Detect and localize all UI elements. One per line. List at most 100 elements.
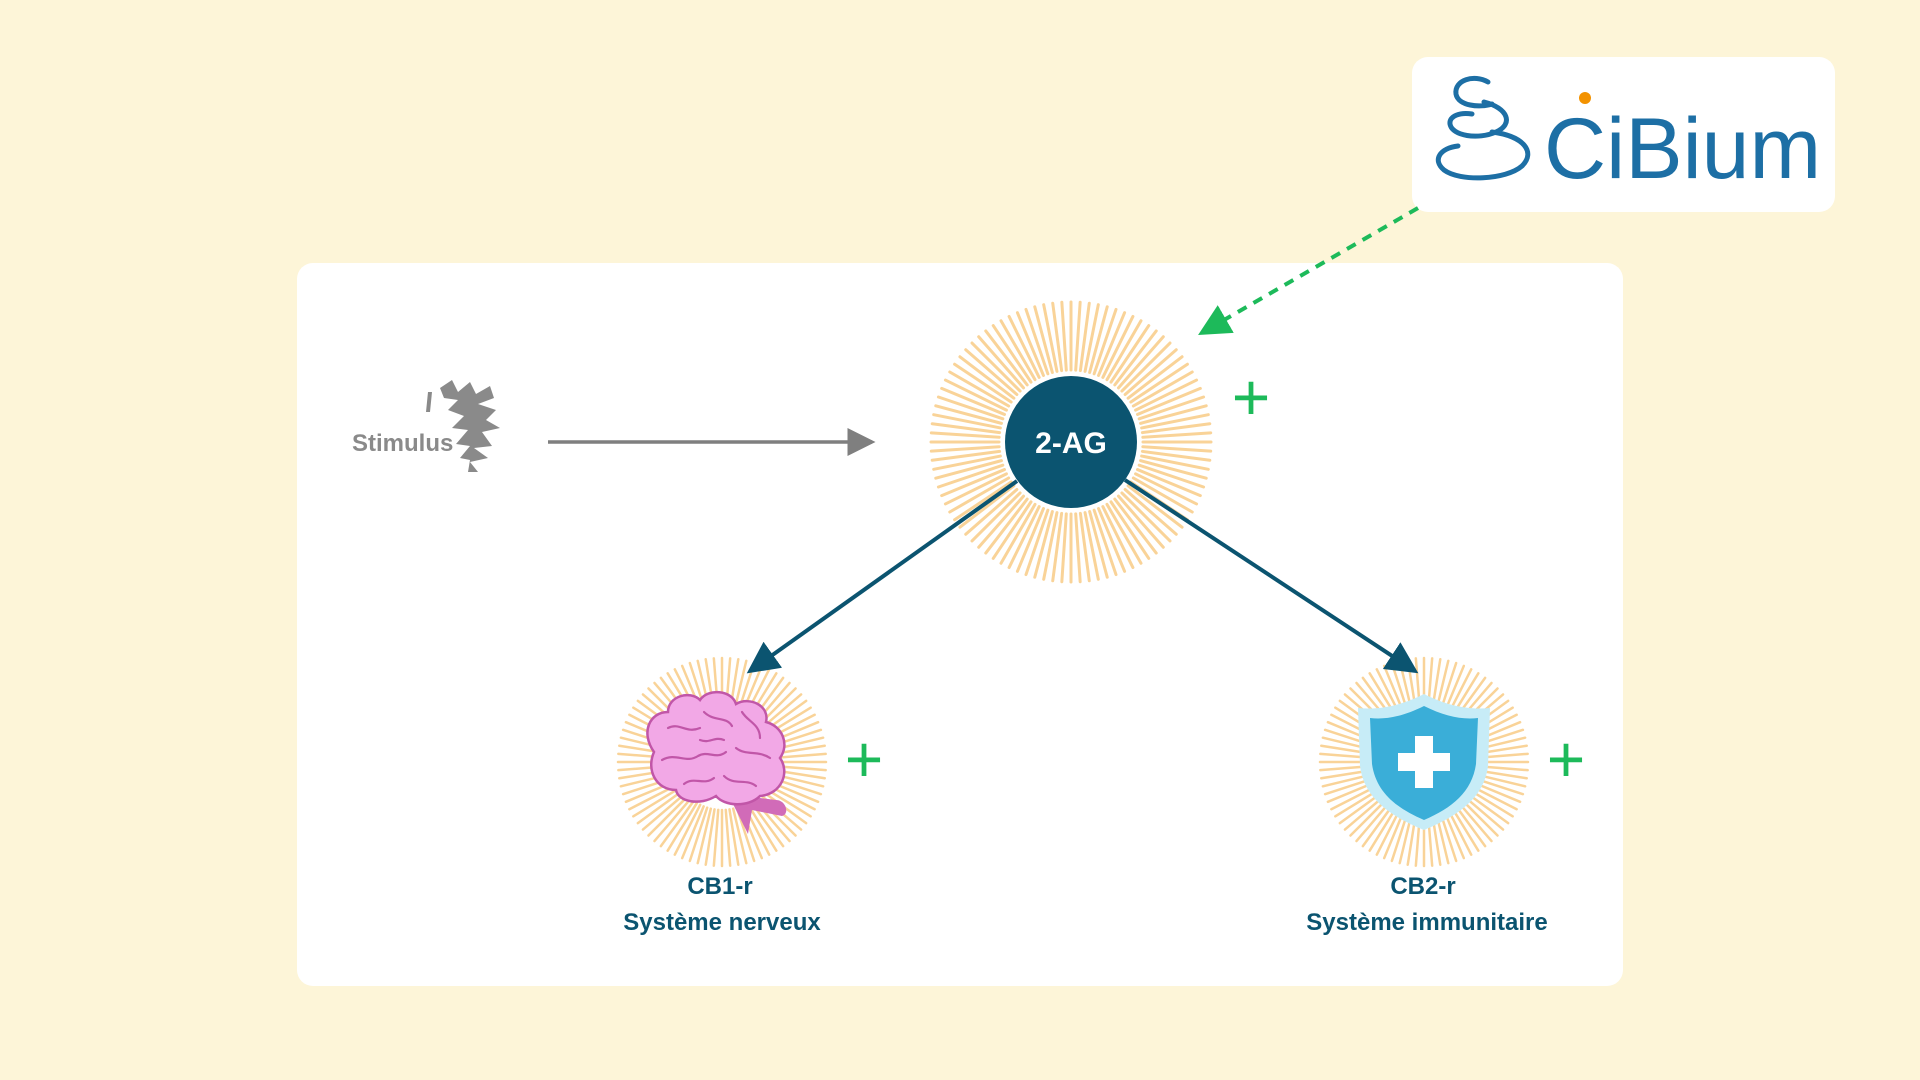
- sunburst-ray: [1097, 507, 1127, 573]
- sunburst-ray: [1007, 505, 1041, 570]
- sunburst-ray: [1015, 311, 1045, 377]
- sunburst-ray: [731, 807, 748, 865]
- sunburst-ray: [641, 791, 687, 831]
- sunburst-ray: [1140, 454, 1210, 471]
- sunburst-ray: [1139, 404, 1208, 425]
- sunburst-ray: [953, 362, 1013, 404]
- cb1-plus-sign: +: [845, 722, 884, 796]
- 2ag-to-cb2-arrow: [1123, 478, 1419, 674]
- sunburst-ray: [1131, 370, 1194, 408]
- sunburst-ray: [673, 803, 702, 856]
- sunburst-ray: [1042, 303, 1059, 373]
- sunburst-ray: [977, 494, 1026, 549]
- 2ag-plus-sign: +: [1232, 360, 1271, 434]
- sunburst-ray: [653, 797, 693, 843]
- sunburst-ray: [932, 413, 1002, 430]
- sunburst-ray: [1109, 500, 1151, 560]
- sunburst-ray: [1136, 386, 1202, 416]
- sunburst-ray: [1105, 319, 1143, 382]
- sunburst-ray: [934, 404, 1003, 425]
- sunburst-ray: [984, 497, 1029, 555]
- logo-to-2ag-dashed-arrow: [1198, 206, 1420, 336]
- sunburst-ray: [688, 806, 709, 863]
- sunburst-ray: [1123, 348, 1178, 397]
- 2ag-sunburst: [929, 300, 1213, 584]
- sunburst-ray: [1024, 307, 1050, 376]
- sunburst-ray: [745, 801, 778, 852]
- sunburst-ray: [964, 348, 1019, 397]
- sunburst-ray: [958, 484, 1016, 529]
- sunburst-ray: [1116, 335, 1165, 390]
- sunburst-ray: [929, 431, 1001, 439]
- sunburst-ray: [712, 808, 720, 867]
- sunburst-ray: [984, 329, 1029, 387]
- sunburst-ray: [1141, 431, 1213, 439]
- sunburst-ray: [943, 472, 1008, 506]
- 2ag-node: 2-AG: [1005, 376, 1137, 508]
- cb2-label: CB2-r Système immunitaire: [1306, 873, 1547, 936]
- sunburst-ray: [1129, 362, 1189, 404]
- diagram-panel: [297, 263, 1623, 986]
- sunburst-ray: [647, 794, 690, 837]
- sunburst-ray: [1088, 305, 1109, 374]
- sunburst-ray: [940, 468, 1006, 498]
- sunburst-ray: [1092, 307, 1118, 376]
- sunburst-ray: [948, 370, 1011, 408]
- sunburst-ray: [1042, 511, 1059, 581]
- sunburst-ray: [1092, 508, 1118, 577]
- sunburst-ray: [666, 801, 699, 852]
- sunburst-ray: [970, 341, 1022, 393]
- sunburst-ray: [1060, 512, 1068, 584]
- logo-accent-dot: [1579, 92, 1591, 104]
- cb2-system: Système immunitaire: [1306, 909, 1547, 936]
- logo-swirl-icon: [1435, 76, 1531, 181]
- sunburst-ray: [1123, 487, 1178, 536]
- sunburst-ray: [1051, 301, 1064, 373]
- stimulus-label: Stimulus: [352, 430, 453, 457]
- sunburst-ray: [1141, 445, 1213, 453]
- sunburst-ray: [953, 480, 1013, 522]
- sunburst-ray: [1126, 484, 1184, 529]
- cb1-system: Système nerveux: [623, 909, 821, 936]
- sunburst-ray: [934, 459, 1003, 480]
- sunburst-ray: [1113, 497, 1158, 555]
- sunburst-ray: [1116, 494, 1165, 549]
- logo-wordmark: CiBium: [1544, 101, 1821, 197]
- sunburst-ray: [724, 808, 732, 867]
- sunburst-ray: [958, 355, 1016, 400]
- sunburst-ray: [632, 785, 683, 818]
- 2ag-circle: [1005, 376, 1137, 508]
- sunburst-ray: [977, 335, 1026, 390]
- sunburst-ray: [940, 386, 1006, 416]
- sunburst-ray: [696, 807, 713, 865]
- brain-icon: [646, 691, 787, 834]
- sunburst-ray: [970, 491, 1022, 543]
- sunburst-ray: [659, 799, 696, 848]
- cb2-name: CB2-r: [1390, 873, 1455, 900]
- sunburst-ray: [1078, 301, 1091, 373]
- sunburst-ray: [1097, 311, 1127, 377]
- sunburst-ray: [936, 463, 1005, 489]
- sunburst-ray: [1105, 502, 1143, 565]
- 2ag-to-cb1-arrow: [746, 479, 1019, 674]
- sunburst-ray: [1140, 422, 1212, 435]
- stimulus-group: Stimulus: [352, 380, 500, 472]
- sunburst-ray: [728, 808, 740, 866]
- sunburst-ray: [1109, 324, 1151, 384]
- shield-plus-icon: [1358, 694, 1490, 830]
- sunburst-ray: [1126, 355, 1184, 400]
- sunburst-ray: [1113, 329, 1158, 387]
- sunburst-ray: [929, 445, 1001, 453]
- sunburst-ray: [1074, 512, 1082, 584]
- sunburst-ray: [1140, 413, 1210, 430]
- sunburst-ray: [1137, 395, 1206, 421]
- cb1-name: CB1-r: [687, 873, 752, 900]
- sunburst-ray: [1078, 511, 1091, 583]
- sunburst-ray: [1007, 314, 1041, 379]
- sunburst-ray: [1120, 341, 1172, 393]
- sunburst-ray: [1131, 476, 1194, 514]
- sunburst-ray: [1033, 305, 1054, 374]
- sunburst-ray: [1137, 463, 1206, 489]
- sunburst-ray: [936, 395, 1005, 421]
